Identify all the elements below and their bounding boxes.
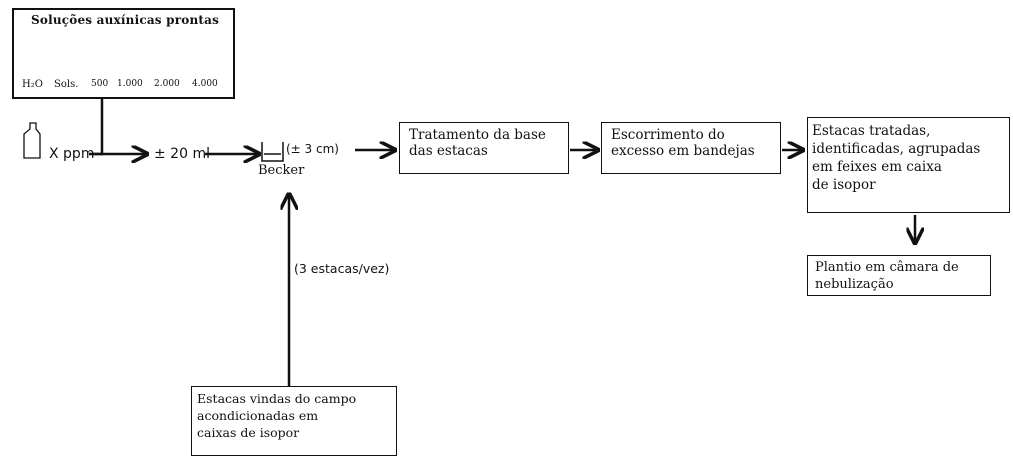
treated-text: Estacas tratadas, identificadas, agrupad… — [812, 123, 981, 193]
solution-label-2000: 2.000 — [154, 79, 180, 89]
drain-box — [601, 122, 781, 174]
treated-box — [807, 117, 1010, 213]
solutions-box — [12, 8, 235, 99]
source-label: X ppm — [49, 146, 95, 162]
solution-label-4000: 4.000 — [192, 79, 218, 89]
beaker-icon — [261, 142, 284, 162]
drain-text: Escorrimento do excesso em bandejas — [611, 127, 755, 159]
planting-box — [807, 255, 991, 296]
beaker-label: Becker — [258, 163, 305, 178]
origin-box — [191, 386, 397, 456]
solution-label-h2o: H₂O — [22, 79, 43, 90]
beaker-depth-label: (± 3 cm) — [286, 142, 339, 156]
solutions-title: Soluções auxínicas prontas — [31, 13, 220, 27]
source-bottle-icon — [23, 122, 41, 159]
volume-label: ± 20 ml — [154, 146, 210, 162]
origin-text: Estacas vindas do campo acondicionadas e… — [197, 391, 357, 440]
solution-label-1000: 1.000 — [117, 79, 143, 89]
solution-label-sols: Sols. — [54, 79, 79, 90]
treatment-text: Tratamento da base das estacas — [409, 127, 546, 159]
cuttings-per-time-label: (3 estacas/vez) — [294, 261, 390, 276]
treatment-box — [399, 122, 569, 174]
planting-text: Plantio em câmara de nebulização — [815, 260, 959, 292]
solution-label-500: 500 — [91, 79, 109, 89]
